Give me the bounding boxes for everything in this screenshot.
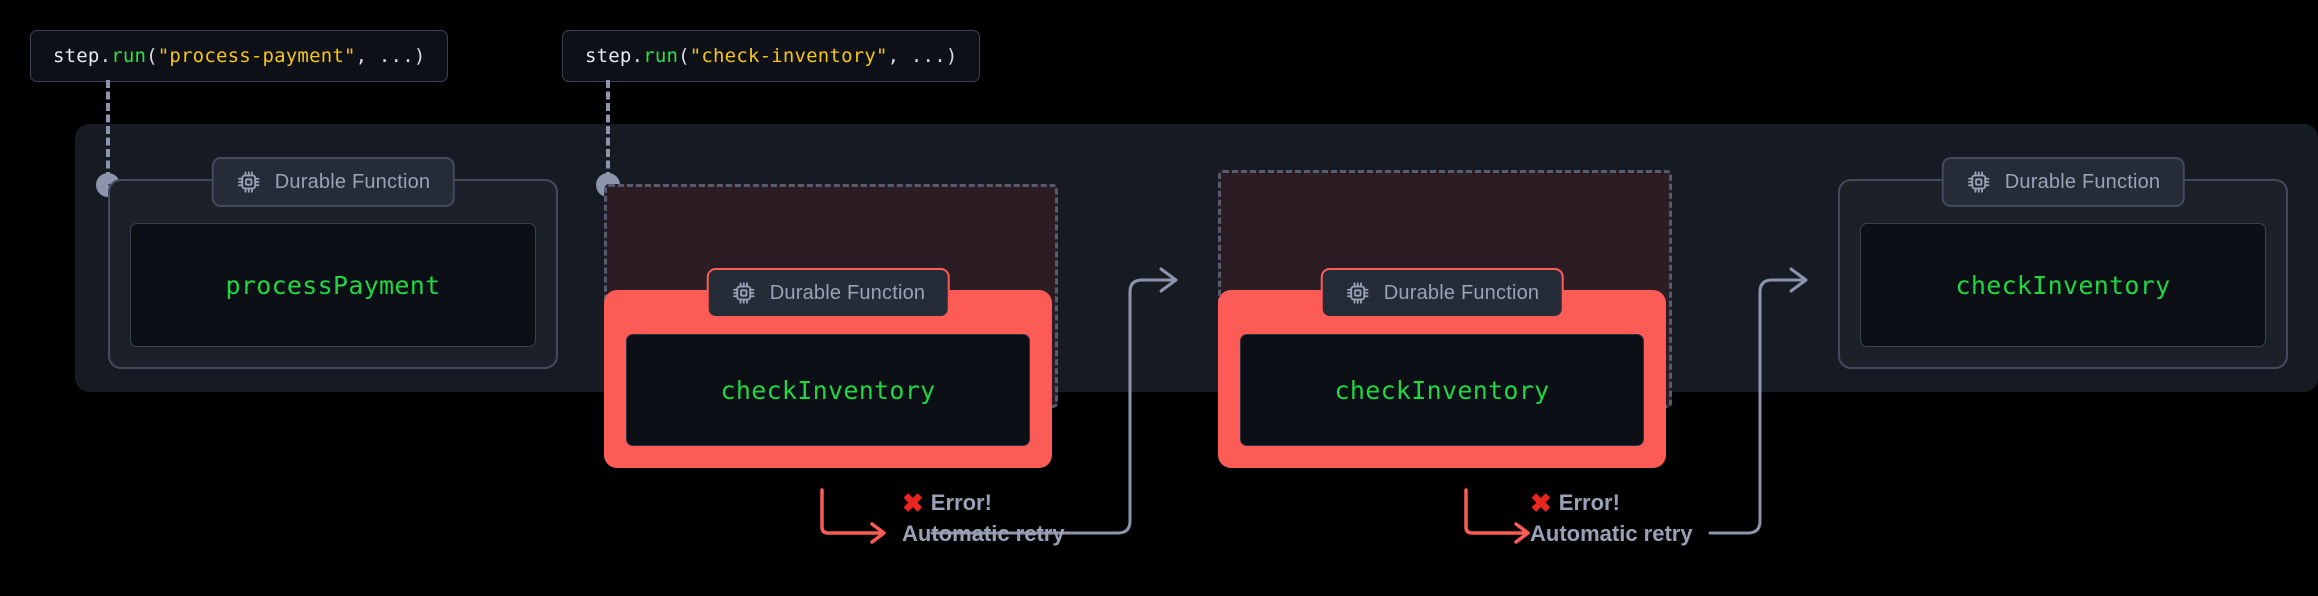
node-process-payment[interactable]: Durable Function processPayment bbox=[108, 157, 558, 369]
cpu-chip-icon bbox=[1966, 169, 1992, 195]
badge-durable-function: Durable Function bbox=[1320, 268, 1564, 318]
node-code-label: checkInventory bbox=[1240, 334, 1644, 446]
callout-object: step bbox=[585, 45, 632, 67]
node-check-inventory-attempt-1[interactable]: Durable Function checkInventory bbox=[604, 268, 1052, 468]
badge-durable-function: Durable Function bbox=[1941, 157, 2185, 207]
callout-check-inventory: step.run("check-inventory", ...) bbox=[562, 30, 981, 82]
error-title-row: ✖ Error! bbox=[1530, 490, 1693, 516]
error-title: Error! bbox=[1558, 490, 1620, 515]
callout-dot: . bbox=[631, 45, 644, 67]
error-x-icon: ✖ bbox=[1530, 488, 1552, 518]
callout-dot: . bbox=[99, 45, 112, 67]
callout-method: run bbox=[111, 45, 147, 67]
cpu-chip-icon bbox=[1345, 280, 1371, 306]
callout-rest-args: , ...) bbox=[887, 45, 958, 67]
callout-object: step bbox=[53, 45, 100, 67]
error-title: Error! bbox=[930, 490, 992, 515]
error-annotation-2: ✖ Error! Automatic retry bbox=[1530, 490, 1693, 547]
error-annotation-1: ✖ Error! Automatic retry bbox=[902, 490, 1065, 547]
error-title-row: ✖ Error! bbox=[902, 490, 1065, 516]
node-code-label: processPayment bbox=[130, 223, 536, 347]
error-subtitle: Automatic retry bbox=[1530, 521, 1693, 546]
node-check-inventory-success[interactable]: Durable Function checkInventory bbox=[1838, 157, 2288, 369]
callout-open-paren: ( bbox=[678, 45, 690, 67]
error-subtitle: Automatic retry bbox=[902, 521, 1065, 546]
node-code-label: checkInventory bbox=[626, 334, 1030, 446]
callout-string-arg: "process-payment" bbox=[157, 45, 356, 67]
callout-rest-args: , ...) bbox=[355, 45, 426, 67]
badge-label: Durable Function bbox=[2004, 170, 2161, 193]
node-check-inventory-attempt-2[interactable]: Durable Function checkInventory bbox=[1218, 268, 1666, 468]
badge-label: Durable Function bbox=[769, 281, 926, 304]
node-code-label: checkInventory bbox=[1860, 223, 2266, 347]
callout-process-payment: step.run("process-payment", ...) bbox=[30, 30, 449, 82]
callout-string-arg: "check-inventory" bbox=[689, 45, 888, 67]
dropper-line-1 bbox=[106, 80, 110, 180]
badge-durable-function: Durable Function bbox=[211, 157, 455, 207]
error-x-icon: ✖ bbox=[902, 488, 924, 518]
badge-label: Durable Function bbox=[1383, 281, 1540, 304]
badge-durable-function: Durable Function bbox=[706, 268, 950, 318]
callout-method: run bbox=[643, 45, 679, 67]
badge-label: Durable Function bbox=[274, 170, 431, 193]
cpu-chip-icon bbox=[236, 169, 262, 195]
dropper-line-2 bbox=[606, 80, 610, 180]
cpu-chip-icon bbox=[731, 280, 757, 306]
callout-open-paren: ( bbox=[146, 45, 158, 67]
